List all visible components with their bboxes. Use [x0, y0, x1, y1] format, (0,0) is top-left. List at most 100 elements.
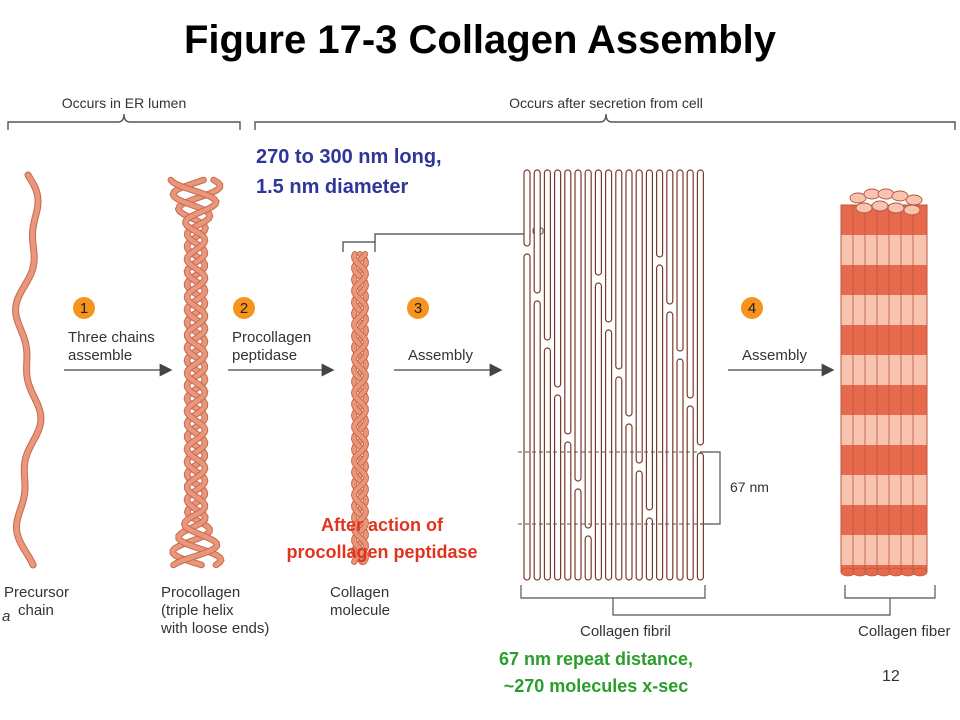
fiber-bottom-cap-7 [912, 567, 928, 577]
fiber-band-7-5 [913, 325, 927, 355]
fibril-molecule-1-1 [523, 169, 531, 247]
precursor-label-line-2: chain [18, 602, 54, 619]
fiber-band-7-6 [913, 355, 927, 385]
fiber-band-4-7 [877, 385, 891, 415]
procollagen-label-line-3: with loose ends) [160, 620, 269, 637]
precursor-strand [13, 172, 44, 568]
page-number: 12 [882, 668, 900, 685]
fibril-molecule-6-2 [574, 488, 582, 581]
fiber-band-1-10 [841, 475, 855, 505]
fibril-molecule-14-2 [655, 264, 664, 581]
fiber-band-7-12 [913, 535, 927, 565]
fiber-band-6-12 [901, 535, 915, 565]
procollagen-strand-2 [170, 177, 224, 568]
fibril-molecule-4-2 [553, 394, 562, 581]
fiber-band-7-8 [913, 415, 927, 445]
fiber-band-4-2 [877, 235, 891, 265]
fiber-band-5-3 [889, 265, 903, 295]
fiber-band-5-8 [889, 415, 903, 445]
step-1-line-1: Three chains [68, 329, 155, 346]
fiber-band-1-3 [841, 265, 855, 295]
step-2-line-1: Procollagen [232, 329, 311, 346]
fibril-molecule-15-2 [666, 311, 674, 581]
fibril-molecule-15-1 [666, 169, 674, 305]
fibril-molecule-1-2 [523, 253, 531, 581]
fiber-band-1-12 [841, 535, 855, 565]
collagen-fiber [840, 188, 928, 577]
fiber-cap-9 [903, 204, 921, 216]
step-1-circle [73, 297, 95, 319]
fiber-band-4-4 [877, 295, 891, 325]
fiber-band-2-6 [853, 355, 867, 385]
fiber-band-3-9 [865, 445, 879, 475]
molecule-strand-3 [351, 252, 369, 564]
fiber-band-2-3 [853, 265, 867, 295]
repeat-label: 67 nm [730, 479, 769, 495]
fibril-molecule-10-2 [615, 376, 623, 581]
fiber-band-2-5 [853, 325, 867, 355]
fiber-band-7-3 [913, 265, 927, 295]
fibril-molecule-3-2 [543, 347, 552, 581]
fiber-band-5-6 [889, 355, 903, 385]
step-2-circle [233, 297, 255, 319]
fiber-band-5-2 [889, 235, 903, 265]
fiber-band-6-7 [901, 385, 915, 415]
er-lumen-label: Occurs in ER lumen [62, 95, 186, 111]
repeat-distance-marker: 67 nm [518, 451, 769, 525]
step-3-number: 3 [414, 300, 422, 317]
fibril-molecule-11-1 [625, 169, 633, 417]
fibril-molecule-10-1 [615, 169, 623, 370]
fiber-band-3-4 [865, 295, 879, 325]
fibril-molecule-17-2 [686, 405, 694, 581]
fiber-band-5-11 [889, 505, 903, 535]
fiber-band-6-4 [901, 295, 915, 325]
fiber-band-7-9 [913, 445, 927, 475]
fiber-band-2-12 [853, 535, 867, 565]
procollagen-label-line-1: Procollagen [161, 584, 240, 601]
fiber-band-4-6 [877, 355, 891, 385]
fibril-molecule-6-1 [574, 169, 582, 482]
fiber-band-2-8 [853, 415, 867, 445]
fibril-label: Collagen fibril [580, 623, 671, 640]
fibril-molecule-16-2 [676, 358, 684, 581]
step-4: 4 Assembly [728, 297, 835, 377]
fiber-cap-7 [871, 200, 889, 212]
fiber-band-4-9 [877, 445, 891, 475]
fiber-band-3-10 [865, 475, 879, 505]
secretion-bracket: Occurs after secretion from cell [254, 95, 956, 130]
procollagen-strand-3 [168, 177, 220, 568]
fiber-band-2-4 [853, 295, 867, 325]
step-4-circle [741, 297, 763, 319]
fiber-band-5-12 [889, 535, 903, 565]
fiber-band-6-11 [901, 505, 915, 535]
molecule-label-line-1: Collagen [330, 584, 389, 601]
fibril-molecule-8-1 [594, 169, 603, 276]
repeat-annotation-line-2: ~270 molecules x-sec [504, 676, 689, 696]
fibril-fiber-connector [612, 598, 891, 616]
fiber-band-7-7 [913, 385, 927, 415]
fiber-band-5-4 [889, 295, 903, 325]
fiber-band-5-10 [889, 475, 903, 505]
fiber-band-1-6 [841, 355, 855, 385]
fibril-molecule-9-1 [604, 169, 613, 323]
step-3-circle [407, 297, 429, 319]
fiber-band-6-10 [901, 475, 915, 505]
fiber-band-6-2 [901, 235, 915, 265]
fibril-molecule-2-2 [533, 300, 541, 581]
fibril-molecule-13-1 [645, 169, 654, 511]
fiber-band-6-3 [901, 265, 915, 295]
fiber-band-4-1 [877, 205, 891, 235]
fibril-molecule-16-1 [676, 169, 684, 352]
fibril-molecule-12-2 [635, 470, 643, 581]
fibril-molecule-3-1 [543, 169, 552, 341]
fiber-band-2-7 [853, 385, 867, 415]
fibril-molecule-7-2 [584, 535, 592, 581]
fiber-band-2-9 [853, 445, 867, 475]
fiber-band-3-5 [865, 325, 879, 355]
length-annotation-line-2: 1.5 nm diameter [256, 176, 409, 198]
alpha-symbol: a [2, 608, 10, 625]
repeat-annotation-line-1: 67 nm repeat distance, [499, 649, 693, 669]
collagen-molecule [342, 233, 530, 565]
fibril-molecule-4-1 [553, 169, 562, 388]
fibril-molecule-13-2 [645, 517, 654, 581]
